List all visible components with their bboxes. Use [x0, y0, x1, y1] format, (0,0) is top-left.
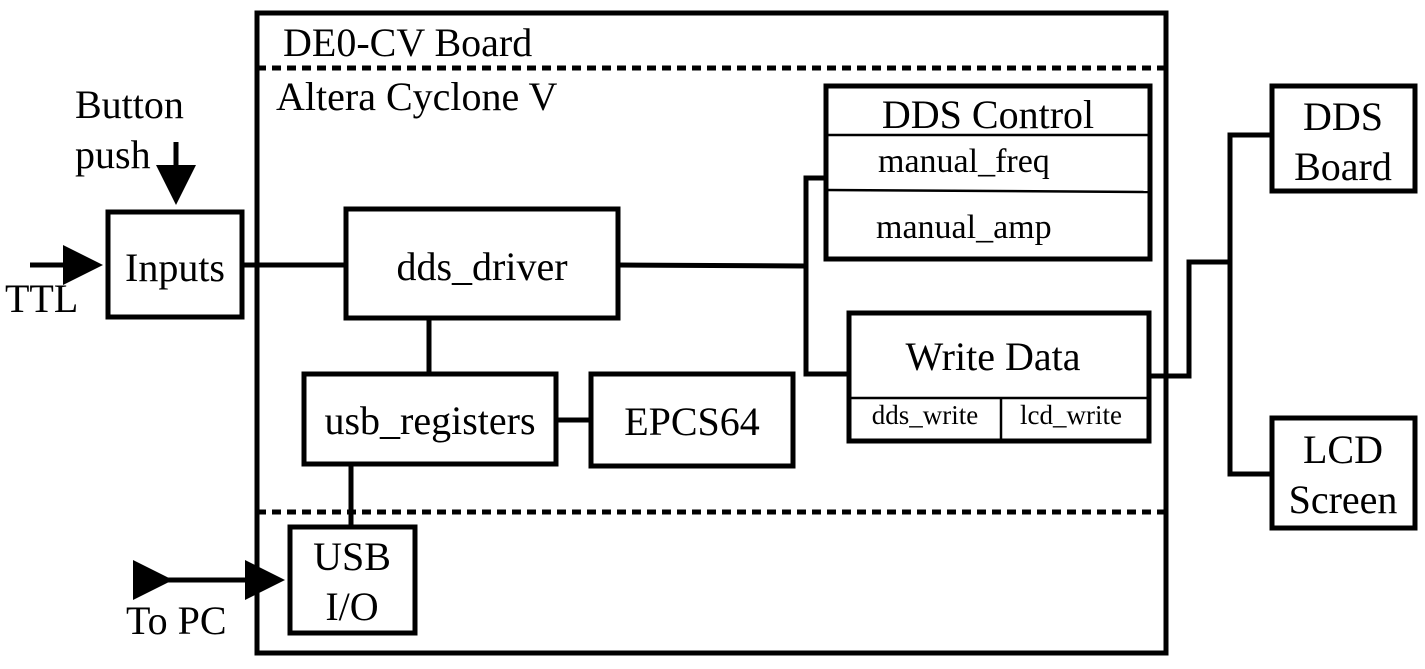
write-data-lcd-write: lcd_write — [1020, 400, 1122, 430]
dds-control-title: DDS Control — [882, 92, 1094, 137]
button-push-label-line2: push — [75, 132, 151, 177]
lcd-screen-label-line2: Screen — [1289, 477, 1398, 522]
dds-board-label-line2: Board — [1294, 144, 1392, 189]
write-data-dds-write: dds_write — [872, 400, 979, 430]
ttl-label: TTL — [5, 276, 78, 321]
write-data-title: Write Data — [906, 334, 1081, 379]
epcs64-label: EPCS64 — [624, 399, 760, 444]
dds-board-block — [1269, 83, 1418, 194]
usb-registers-label: usb_registers — [324, 398, 535, 443]
usb-io-label-line1: USB — [313, 534, 391, 579]
dds-control-divider-2 — [825, 188, 1151, 194]
wire-branch-control-write — [803, 175, 849, 377]
to-pc-label: To PC — [126, 598, 227, 643]
dds-control-manual-amp: manual_amp — [876, 209, 1052, 246]
de0-cv-board-frame — [254, 10, 1169, 656]
wire-write-data-out — [1149, 259, 1230, 379]
inputs-block-label: Inputs — [125, 245, 225, 290]
usb-io-block — [287, 524, 418, 636]
dds-control-block — [823, 83, 1153, 262]
dds-control-manual-freq: manual_freq — [878, 143, 1050, 180]
wire-dds-driver-out — [617, 262, 807, 269]
dds-driver-block — [343, 206, 621, 321]
dds-driver-label: dds_driver — [396, 244, 567, 289]
wire-output-bus — [1227, 132, 1272, 477]
lcd-screen-block — [1269, 415, 1418, 531]
dds-board-label-line1: DDS — [1303, 94, 1383, 139]
usb-io-label-line2: I/O — [325, 584, 378, 629]
fpga-title: Altera Cyclone V — [276, 74, 558, 119]
button-push-label-line1: Button — [75, 82, 184, 127]
lcd-screen-label-line1: LCD — [1303, 427, 1383, 472]
board-title: DE0-CV Board — [283, 20, 532, 65]
epcs64-block — [588, 371, 796, 469]
